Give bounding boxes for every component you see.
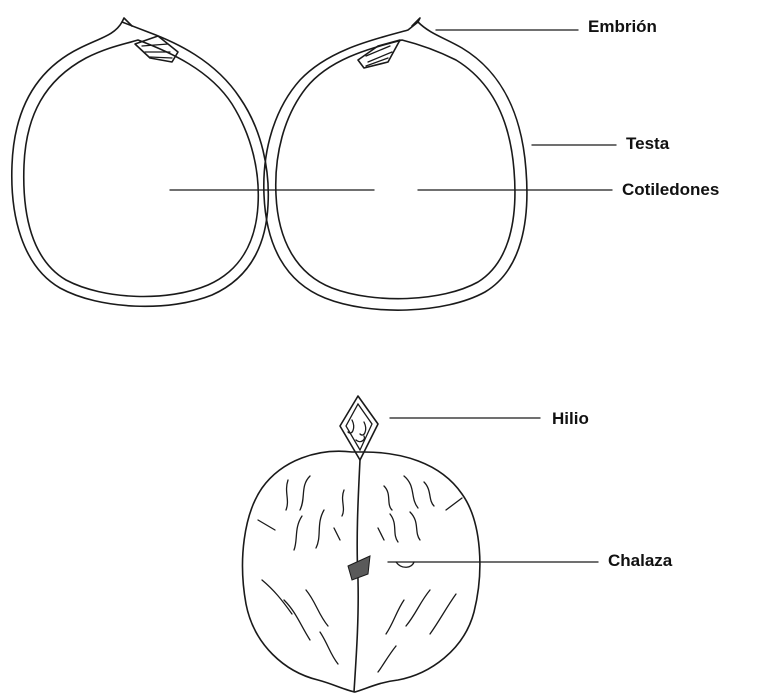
chalaza-label: Chalaza bbox=[608, 552, 672, 569]
right-embryo bbox=[358, 40, 400, 68]
seed-section bbox=[12, 18, 527, 310]
cotiledones-label: Cotiledones bbox=[622, 181, 719, 198]
right-testa-outer bbox=[264, 22, 527, 310]
chalaza bbox=[348, 556, 370, 580]
hilio-label: Hilio bbox=[552, 410, 589, 427]
left-cotyledon-inner bbox=[24, 40, 259, 296]
left-testa-outer bbox=[12, 22, 269, 306]
right-cotyledon-inner bbox=[276, 40, 515, 299]
seed-exterior bbox=[243, 396, 480, 692]
testa-label: Testa bbox=[626, 135, 669, 152]
embrion-label: Embrión bbox=[588, 18, 657, 35]
